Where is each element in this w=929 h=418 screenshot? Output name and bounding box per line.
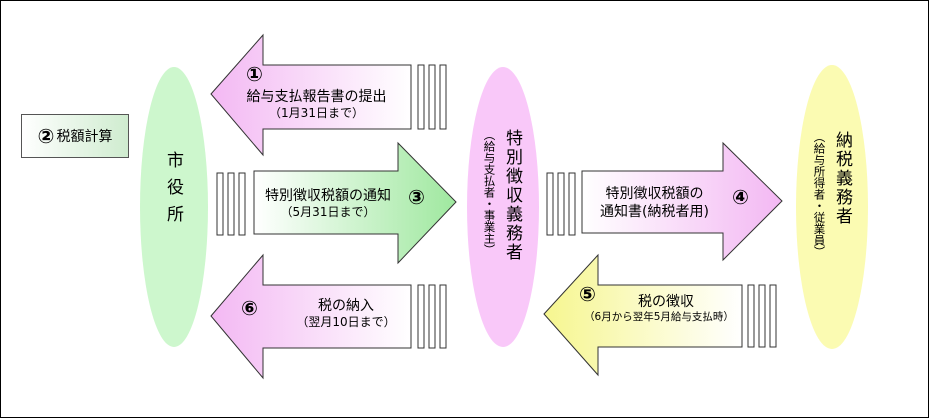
withholder-label: 特別徴収義務者 bbox=[502, 129, 522, 262]
arrow-4-label: 特別徴収税額の bbox=[605, 186, 704, 202]
arrow-4-shape bbox=[581, 141, 783, 262]
arrow-1-note: （1月31日まで） bbox=[269, 106, 364, 120]
taxpayer-note: （給与所得者・従業員） bbox=[812, 131, 827, 258]
arrow-3-number: ③ bbox=[408, 185, 425, 209]
arrow-6-tail bbox=[417, 284, 447, 349]
arrow-4-number: ④ bbox=[732, 185, 749, 209]
arrow-3-shape bbox=[253, 141, 457, 265]
arrow-6-shape bbox=[210, 253, 412, 380]
arrow-1-label: 給与支払報告書の提出 bbox=[246, 89, 387, 105]
taxpayer-label: 納税義務者 bbox=[832, 131, 852, 226]
arrow-1-shape bbox=[210, 33, 412, 157]
arrow-5-shape bbox=[543, 253, 743, 377]
arrow-1-number: ① bbox=[246, 62, 263, 86]
arrow-5-number: ⑤ bbox=[579, 282, 596, 306]
withholder-ellipse bbox=[467, 67, 539, 347]
arrow-5-label: 税の徴収 bbox=[638, 294, 694, 310]
arrow-3-label: 特別徴収税額の通知 bbox=[265, 188, 391, 204]
tax-calc-box: ② 税額計算 bbox=[21, 114, 129, 158]
withholder-note: （給与支払者・事業主） bbox=[482, 129, 497, 256]
arrow-1-tail bbox=[417, 64, 447, 130]
arrow-4-tail bbox=[546, 172, 576, 236]
arrow-3-tail bbox=[216, 172, 246, 236]
arrow-6-number: ⑥ bbox=[241, 296, 258, 320]
arrow-6-label: 税の納入 bbox=[318, 298, 374, 314]
taxpayer-ellipse bbox=[796, 65, 868, 349]
arrow-5-tail bbox=[747, 284, 777, 348]
arrow-5-note: （6月から翌年5月給与支払時） bbox=[584, 311, 734, 323]
city-office-ellipse bbox=[140, 67, 208, 347]
arrow-6-note: （翌月10日まで） bbox=[296, 315, 396, 329]
arrow-4-note: 通知書(納税者用) bbox=[600, 204, 709, 220]
tax-calc-label: 税額計算 bbox=[56, 129, 113, 145]
arrow-3-note: （5月31日まで） bbox=[280, 205, 376, 219]
city-office-label: 市役所 bbox=[163, 151, 183, 232]
tax-calc-number: ② bbox=[37, 124, 55, 148]
